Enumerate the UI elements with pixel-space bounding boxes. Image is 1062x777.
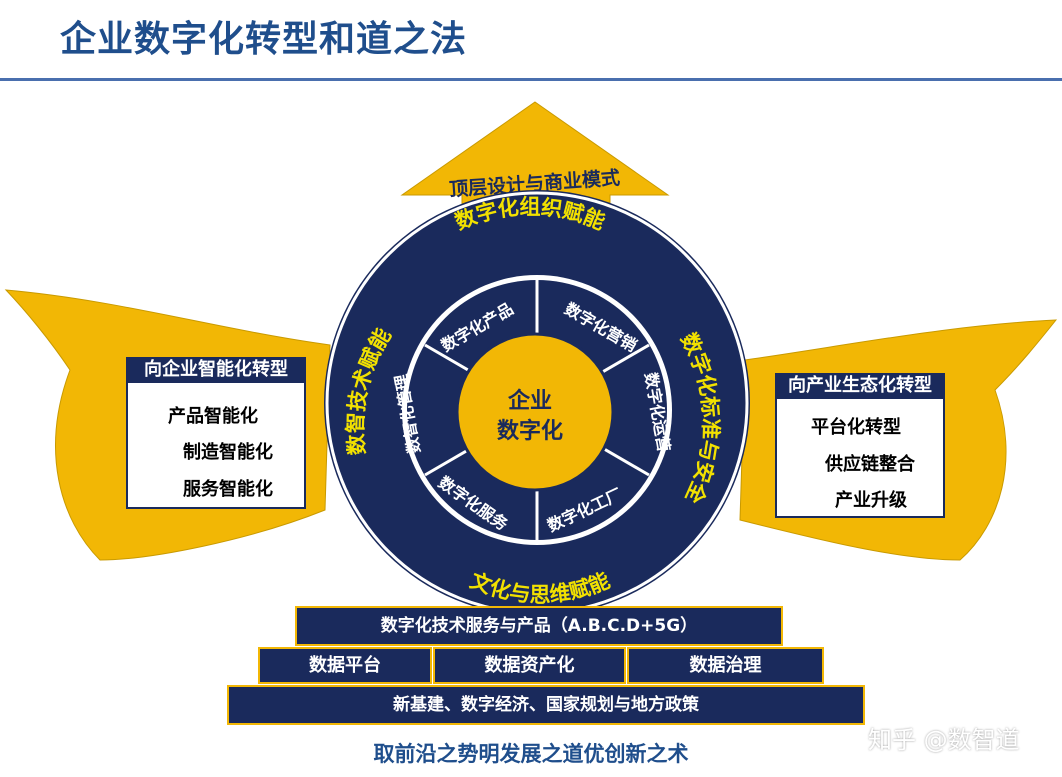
pyramid-middle-data-assetization: 数据资产化	[433, 647, 626, 684]
center-label-line2: 数字化	[497, 418, 563, 444]
pyramid-middle-data-governance: 数据治理	[627, 647, 824, 684]
left-panel-item-1: 产品智能化	[168, 406, 258, 427]
right-panel-item-1: 平台化转型	[811, 417, 901, 438]
center-label-line1: 企业	[507, 388, 552, 414]
right-panel-item-3: 产业升级	[835, 490, 907, 511]
pyramid-bottom-tier: 新基建、数字经济、国家规划与地方政策	[227, 685, 865, 725]
right-panel-item-2: 供应链整合	[825, 454, 915, 475]
center-circle	[455, 332, 615, 492]
title-divider	[0, 78, 1062, 81]
pyramid-middle-data-platform: 数据平台	[258, 647, 432, 684]
pyramid-top-tier: 数字化技术服务与产品（A.B.C.D+5G）	[295, 606, 783, 646]
left-panel-heading: 向企业智能化转型	[126, 357, 306, 383]
left-panel-item-3: 服务智能化	[183, 479, 273, 500]
page-title: 企业数字化转型和道之法	[60, 19, 468, 60]
right-panel-heading: 向产业生态化转型	[775, 373, 945, 399]
footer-slogan: 取前沿之势明发展之道优创新之术	[373, 742, 689, 766]
watermark: 知乎 @数智道	[868, 726, 1020, 754]
left-panel-item-2: 制造智能化	[183, 442, 273, 463]
